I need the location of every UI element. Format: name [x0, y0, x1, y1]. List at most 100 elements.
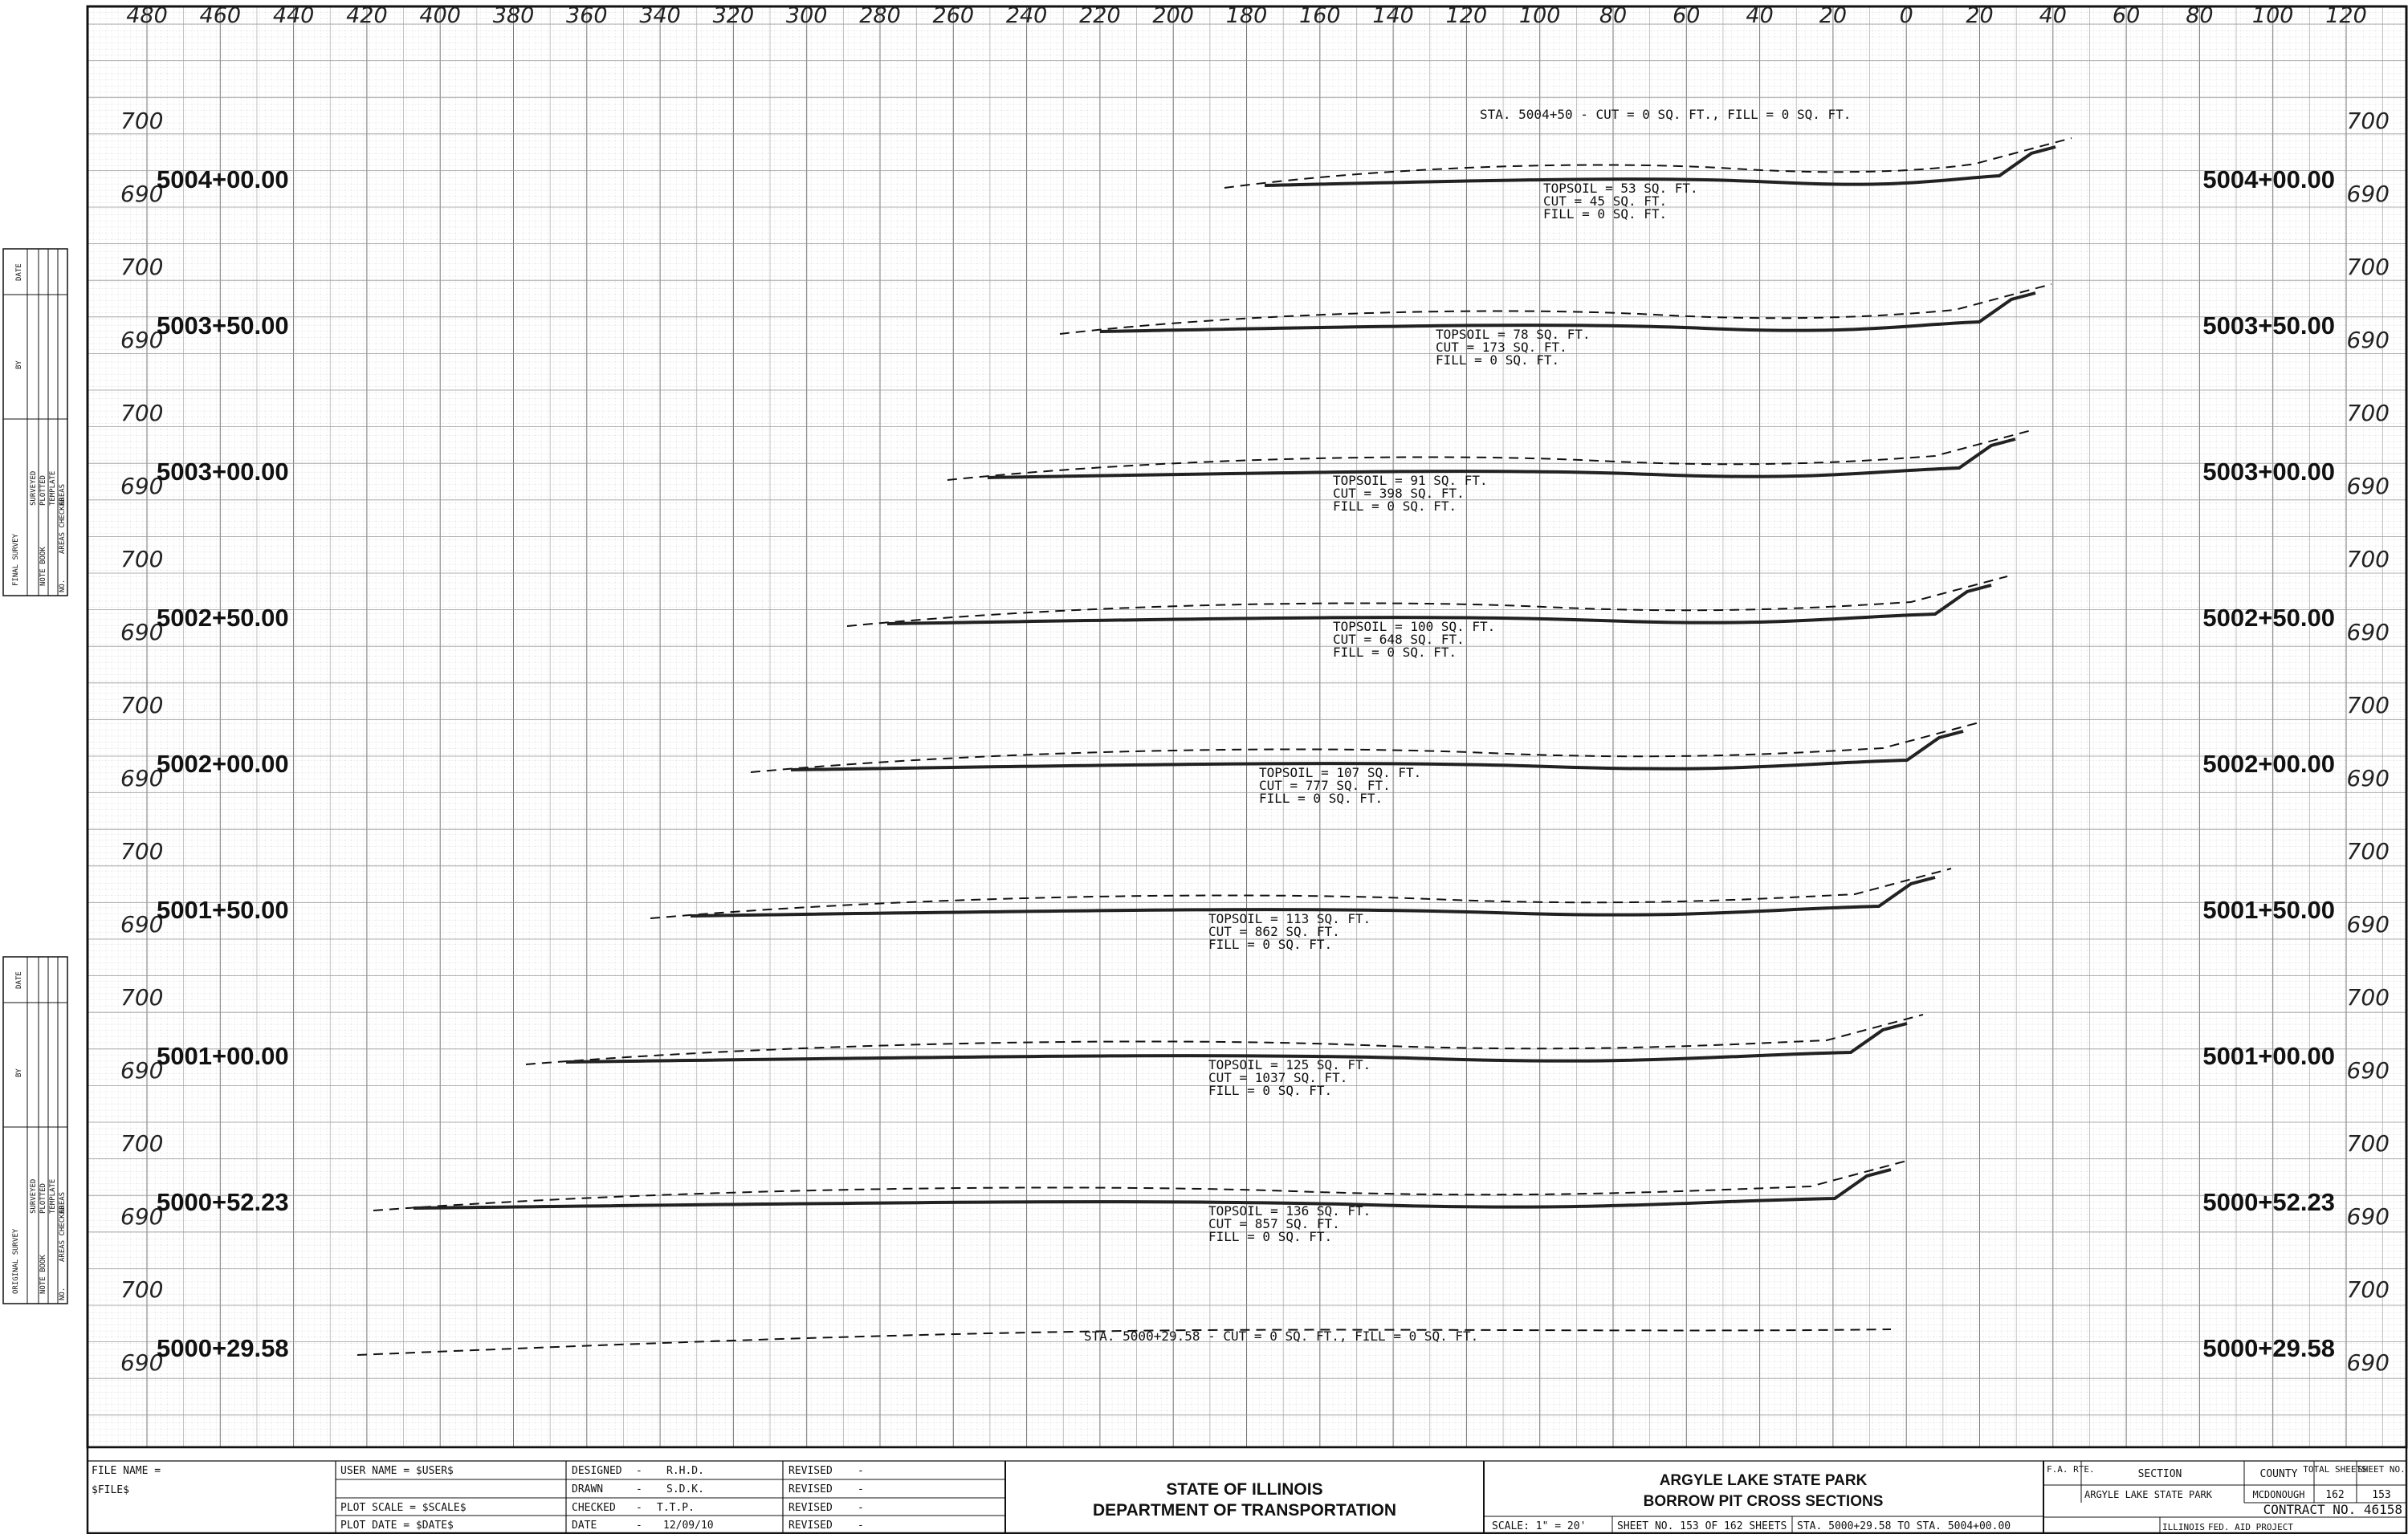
elevation-label-700: 700 [2347, 838, 2390, 865]
top-axis-label: 160 [1299, 3, 1341, 28]
elevation-label-700: 700 [2347, 692, 2390, 718]
station-label-right: 5004+00.00 [2202, 165, 2335, 193]
section-area-note: CUT = 777 SQ. FT. [1259, 778, 1391, 793]
drawn-label: DRAWN [572, 1483, 603, 1495]
elevation-label-700: 700 [2347, 108, 2390, 134]
elevation-label-690: 690 [2347, 1349, 2390, 1376]
sheet-value: 153 [2372, 1489, 2390, 1501]
top-axis-label: 360 [566, 3, 608, 28]
top-axis-label: 180 [1226, 3, 1268, 28]
project-line-1: ARGYLE LAKE STATE PARK [1660, 1472, 1868, 1489]
section-area-note: TOPSOIL = 136 SQ. FT. [1208, 1203, 1371, 1219]
station-label-right: 5001+00.00 [2202, 1042, 2335, 1070]
strip-note-book-label: NOTE BOOK [39, 1255, 47, 1294]
strip-surveyed-label: SURVEYED [30, 1179, 38, 1214]
elevation-label-690: 690 [120, 1203, 163, 1230]
elevation-label-690: 690 [120, 181, 163, 207]
strip-by-label: BY [15, 360, 23, 369]
agency-line-1: STATE OF ILLINOIS [1166, 1480, 1322, 1499]
section-value: ARGYLE LAKE STATE PARK [2084, 1489, 2213, 1500]
strip-areas-label: AREAS [59, 484, 67, 506]
top-axis-label: 340 [639, 3, 681, 28]
top-axis-label: 380 [493, 3, 535, 28]
strip-template-label: TEMPLATE [49, 1179, 57, 1214]
section-area-note: TOPSOIL = 107 SQ. FT. [1259, 765, 1421, 780]
section-area-note: TOPSOIL = 78 SQ. FT. [1436, 327, 1591, 342]
top-axis-label: 400 [419, 3, 461, 28]
elevation-label-690: 690 [120, 911, 163, 938]
existing-ground-line [750, 722, 1980, 773]
designed-dash: - [636, 1465, 642, 1477]
top-axis-label: 460 [200, 3, 242, 28]
existing-ground-line [1059, 283, 2052, 335]
station-label-right: 5003+00.00 [2202, 458, 2335, 486]
top-axis-label: 280 [859, 3, 901, 28]
existing-ground-line [650, 868, 1952, 919]
strip-no-label: NO. [59, 1288, 67, 1300]
elevation-label-700: 700 [120, 692, 163, 718]
top-axis-label: 40 [1746, 3, 1773, 28]
station-label-right: 5002+50.00 [2202, 604, 2335, 632]
strip-survey-type-label: FINAL SURVEY [12, 533, 20, 586]
designed-value: R.H.D. [666, 1465, 704, 1477]
existing-ground-line [1224, 137, 2072, 189]
strip-template-label: TEMPLATE [49, 471, 57, 506]
project-line-2: BORROW PIT CROSS SECTIONS [1644, 1493, 1884, 1510]
elevation-label-690: 690 [120, 1349, 163, 1376]
top-axis-label: 260 [933, 3, 975, 28]
section-area-note: TOPSOIL = 100 SQ. FT. [1333, 619, 1495, 634]
user-name: USER NAME = $USER$ [340, 1465, 454, 1477]
header-note: STA. 5004+50 - CUT = 0 SQ. FT., FILL = 0… [1480, 107, 1851, 122]
revised-dash-4: - [858, 1520, 864, 1532]
strip-plotted-label: PLOTTED [39, 1183, 47, 1214]
top-axis-label: 120 [1446, 3, 1488, 28]
existing-ground-line [846, 576, 2008, 627]
revised-label-4: REVISED [788, 1520, 833, 1532]
checked-value: T.T.P. [657, 1502, 695, 1514]
profile-lines [357, 137, 2072, 1356]
top-axis-label: 480 [126, 3, 168, 28]
revised-label-1: REVISED [788, 1465, 833, 1477]
elevation-label-690: 690 [2347, 1203, 2390, 1230]
elevation-label-700: 700 [120, 838, 163, 865]
section-area-note: FILL = 0 SQ. FT. [1333, 498, 1457, 514]
section-area-note: TOPSOIL = 53 SQ. FT. [1543, 181, 1698, 196]
top-axis-label: 240 [1006, 3, 1048, 28]
station-label-right: 5002+00.00 [2202, 750, 2335, 778]
top-axis-label: 300 [786, 3, 828, 28]
county-value: MCDONOUGH [2252, 1489, 2304, 1500]
revised-label-3: REVISED [788, 1502, 833, 1514]
strip-no-label: NO. [59, 580, 67, 592]
elevation-label-700: 700 [2347, 1130, 2390, 1157]
date-dash: - [636, 1520, 642, 1532]
elevation-labels: 700 690 700 690 700 690 700 690 700 690 700 690 700 6… [120, 108, 2390, 1376]
strip-surveyed-label: SURVEYED [30, 471, 38, 506]
file-name-label: FILE NAME = [92, 1465, 161, 1477]
elevation-label-700: 700 [120, 400, 163, 426]
section-area-note: FILL = 0 SQ. FT. [1208, 1229, 1332, 1244]
elevation-label-690: 690 [120, 1057, 163, 1084]
top-axis-label: 440 [273, 3, 315, 28]
proposed-grade-line [690, 876, 1936, 918]
title-block: FILE NAME = $FILE$ USER NAME = $USER$ PL… [86, 1446, 2408, 1534]
strip-areas-label: AREAS [59, 1192, 67, 1214]
section-area-note: CUT = 398 SQ. FT. [1333, 486, 1465, 501]
top-axis-label: 40 [2039, 3, 2067, 28]
section-area-note: FILL = 0 SQ. FT. [1333, 645, 1457, 660]
section-area-note: CUT = 45 SQ. FT. [1543, 193, 1667, 209]
strip-areas-checked-label: AREAS CHECKED [59, 1206, 67, 1262]
top-axis-label: 140 [1372, 3, 1414, 28]
station-label-left: 5002+00.00 [157, 750, 289, 778]
existing-ground-line [947, 429, 2032, 481]
top-axis-label: 0 [1900, 3, 1913, 28]
fa-rte-label: F.A. RTE. [2047, 1464, 2095, 1475]
top-axis-label: 100 [1519, 3, 1561, 28]
elevation-label-700: 700 [120, 1130, 163, 1157]
section-area-note: TOPSOIL = 125 SQ. FT. [1208, 1057, 1371, 1072]
top-axis-label: 320 [713, 3, 755, 28]
top-axis-label: 220 [1079, 3, 1121, 28]
station-label-left: 5000+29.58 [157, 1334, 289, 1362]
